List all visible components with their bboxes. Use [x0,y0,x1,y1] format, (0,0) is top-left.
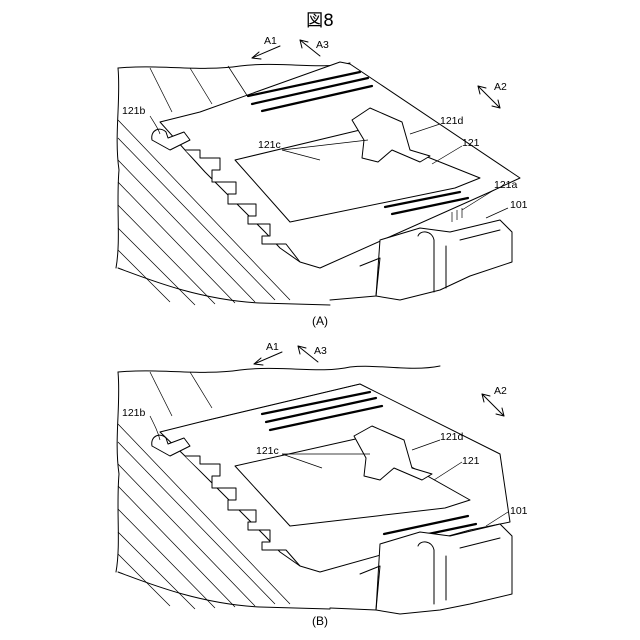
label-a3: A3 [316,39,329,51]
panel-b: A1 A3 A2 121b 121c 121d 121 101 [0,304,640,624]
label-a2: A2 [494,385,507,397]
part-101-base [330,258,380,300]
label-121: 121 [462,455,480,467]
label-a1: A1 [266,341,279,353]
caption-b: (B) [0,614,640,628]
base-outline [118,572,330,609]
frame-top-break [118,63,350,68]
part-101-base [330,566,380,610]
label-121d: 121d [440,115,464,127]
label-121c: 121c [256,445,279,457]
label-121b: 121b [122,407,146,419]
part-121a-ribs [452,208,462,222]
frame-left-break [116,68,119,268]
frame-top-break [118,366,440,372]
label-121a: 121a [494,179,518,191]
label-121c: 121c [258,139,281,151]
panel-a: A1 A3 A2 121b 121c 121d 121 121a 101 [0,0,640,320]
label-121d: 121d [440,431,464,443]
label-a1: A1 [264,35,277,47]
base-outline [118,268,330,305]
label-121: 121 [462,137,480,149]
leader-101 [486,208,508,218]
label-101: 101 [510,505,528,517]
label-a2: A2 [494,81,507,93]
frame-left-break [116,372,119,572]
arrow-a1 [252,46,280,59]
arrow-a2 [482,394,504,416]
label-101: 101 [510,199,528,211]
label-a3: A3 [314,345,327,357]
arrow-a1 [254,352,282,365]
label-121b: 121b [122,105,146,117]
